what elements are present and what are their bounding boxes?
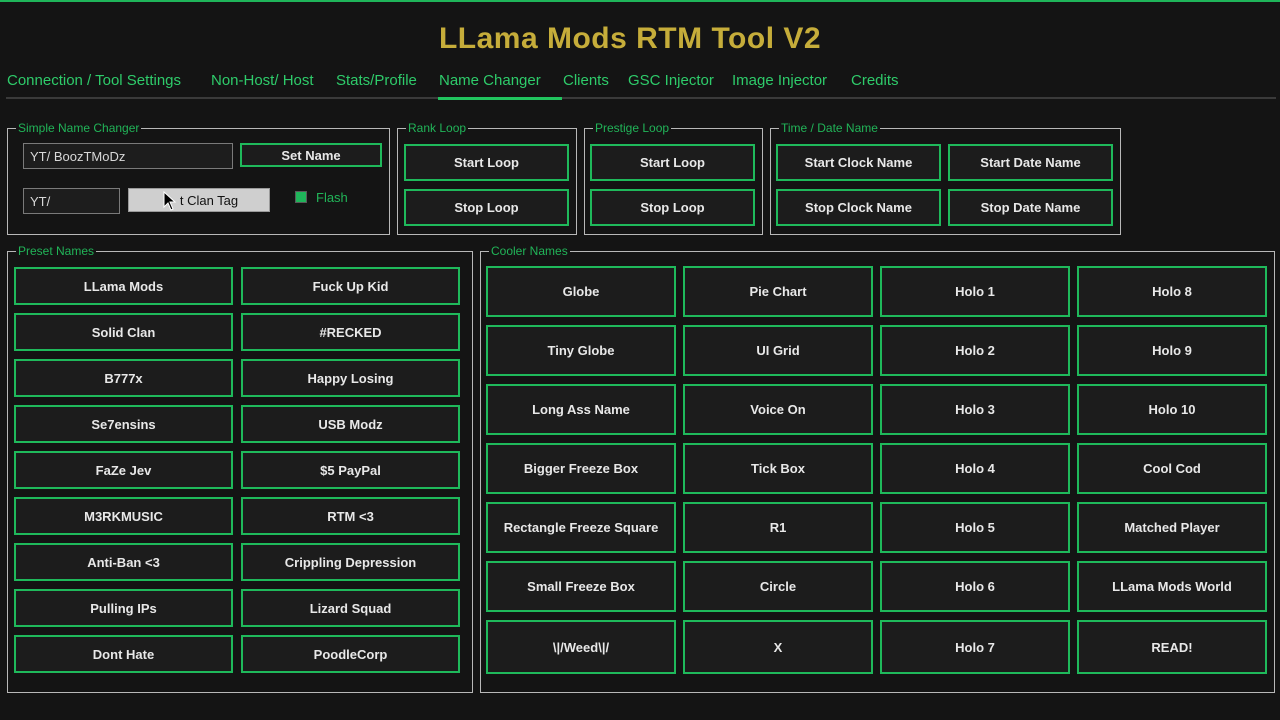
preset-name-button[interactable]: Lizard Squad	[241, 589, 460, 627]
cooler-name-button[interactable]: UI Grid	[683, 325, 873, 376]
cooler-name-button[interactable]: Holo 3	[880, 384, 1070, 435]
cooler-name-button[interactable]: Rectangle Freeze Square	[486, 502, 676, 553]
cooler-name-button[interactable]: \|/Weed\|/	[486, 620, 676, 674]
group-label: Preset Names	[16, 244, 97, 258]
cooler-name-button[interactable]: Holo 4	[880, 443, 1070, 494]
cooler-name-button[interactable]: R1	[683, 502, 873, 553]
group-label: Simple Name Changer	[16, 121, 142, 135]
set-name-button[interactable]: Set Name	[240, 143, 382, 167]
set-clan-tag-button[interactable]: t Clan Tag	[128, 188, 270, 212]
tab-track	[6, 97, 1276, 99]
cooler-name-button[interactable]: Globe	[486, 266, 676, 317]
preset-name-button[interactable]: PoodleCorp	[241, 635, 460, 673]
group-label: Prestige Loop	[593, 121, 672, 135]
flash-checkbox[interactable]	[295, 191, 307, 203]
tab-image-injector[interactable]: Image Injector	[732, 72, 828, 89]
cooler-name-button[interactable]: READ!	[1077, 620, 1267, 674]
preset-name-button[interactable]: Dont Hate	[14, 635, 233, 673]
tab-stats-profile[interactable]: Stats/Profile	[336, 72, 417, 89]
cooler-name-button[interactable]: Holo 10	[1077, 384, 1267, 435]
tab-clients[interactable]: Clients	[563, 72, 609, 89]
prestige-stop-loop-button[interactable]: Stop Loop	[590, 189, 755, 226]
prestige-start-loop-button[interactable]: Start Loop	[590, 144, 755, 181]
cooler-name-button[interactable]: Holo 2	[880, 325, 1070, 376]
start-date-name-button[interactable]: Start Date Name	[948, 144, 1113, 181]
cooler-name-button[interactable]: Cool Cod	[1077, 443, 1267, 494]
cooler-name-button[interactable]: Voice On	[683, 384, 873, 435]
cooler-name-button[interactable]: Holo 8	[1077, 266, 1267, 317]
preset-name-button[interactable]: Solid Clan	[14, 313, 233, 351]
name-input[interactable]	[23, 143, 233, 169]
preset-name-button[interactable]: Fuck Up Kid	[241, 267, 460, 305]
time-date-name-group: Time / Date Name	[770, 121, 1121, 235]
preset-name-button[interactable]: FaZe Jev	[14, 451, 233, 489]
active-tab-indicator	[438, 97, 562, 100]
stop-clock-name-button[interactable]: Stop Clock Name	[776, 189, 941, 226]
tab-bar: Connection / Tool Settings Non-Host/ Hos…	[0, 72, 1280, 100]
group-label: Cooler Names	[489, 244, 570, 258]
preset-names-group: Preset Names	[7, 244, 473, 693]
cooler-name-button[interactable]: Holo 1	[880, 266, 1070, 317]
simple-name-changer-group: Simple Name Changer	[7, 121, 390, 235]
preset-name-button[interactable]: Happy Losing	[241, 359, 460, 397]
cooler-name-button[interactable]: LLama Mods World	[1077, 561, 1267, 612]
tab-non-host-host[interactable]: Non-Host/ Host	[211, 72, 314, 89]
rank-start-loop-button[interactable]: Start Loop	[404, 144, 569, 181]
tab-name-changer[interactable]: Name Changer	[439, 72, 541, 89]
preset-name-button[interactable]: B777x	[14, 359, 233, 397]
preset-name-button[interactable]: Anti-Ban <3	[14, 543, 233, 581]
preset-name-button[interactable]: Pulling IPs	[14, 589, 233, 627]
tab-credits[interactable]: Credits	[851, 72, 899, 89]
window-top-border	[0, 0, 1280, 2]
cooler-name-button[interactable]: Pie Chart	[683, 266, 873, 317]
stop-date-name-button[interactable]: Stop Date Name	[948, 189, 1113, 226]
cooler-name-button[interactable]: Small Freeze Box	[486, 561, 676, 612]
preset-name-button[interactable]: Crippling Depression	[241, 543, 460, 581]
group-label: Rank Loop	[406, 121, 469, 135]
cooler-name-button[interactable]: Circle	[683, 561, 873, 612]
flash-label: Flash	[316, 190, 348, 205]
group-label: Time / Date Name	[779, 121, 880, 135]
cooler-name-button[interactable]: Holo 7	[880, 620, 1070, 674]
cooler-name-button[interactable]: X	[683, 620, 873, 674]
start-clock-name-button[interactable]: Start Clock Name	[776, 144, 941, 181]
preset-name-button[interactable]: $5 PayPal	[241, 451, 460, 489]
rank-stop-loop-button[interactable]: Stop Loop	[404, 189, 569, 226]
preset-name-button[interactable]: USB Modz	[241, 405, 460, 443]
cooler-name-button[interactable]: Holo 6	[880, 561, 1070, 612]
cooler-name-button[interactable]: Tick Box	[683, 443, 873, 494]
preset-name-button[interactable]: #RECKED	[241, 313, 460, 351]
tab-gsc-injector[interactable]: GSC Injector	[628, 72, 714, 89]
preset-name-button[interactable]: Se7ensins	[14, 405, 233, 443]
cooler-name-button[interactable]: Tiny Globe	[486, 325, 676, 376]
cooler-name-button[interactable]: Holo 9	[1077, 325, 1267, 376]
preset-name-button[interactable]: RTM <3	[241, 497, 460, 535]
preset-name-button[interactable]: M3RKMUSIC	[14, 497, 233, 535]
mouse-cursor-icon	[163, 191, 177, 211]
tab-connection-settings[interactable]: Connection / Tool Settings	[7, 72, 182, 89]
preset-name-button[interactable]: LLama Mods	[14, 267, 233, 305]
cooler-name-button[interactable]: Long Ass Name	[486, 384, 676, 435]
cooler-names-group: Cooler Names	[480, 244, 1275, 693]
rank-loop-group: Rank Loop	[397, 121, 577, 235]
app-title: LLama Mods RTM Tool V2	[438, 22, 822, 55]
cooler-name-button[interactable]: Holo 5	[880, 502, 1070, 553]
cooler-name-button[interactable]: Bigger Freeze Box	[486, 443, 676, 494]
cooler-name-button[interactable]: Matched Player	[1077, 502, 1267, 553]
clan-tag-input[interactable]	[23, 188, 120, 214]
prestige-loop-group: Prestige Loop	[584, 121, 763, 235]
